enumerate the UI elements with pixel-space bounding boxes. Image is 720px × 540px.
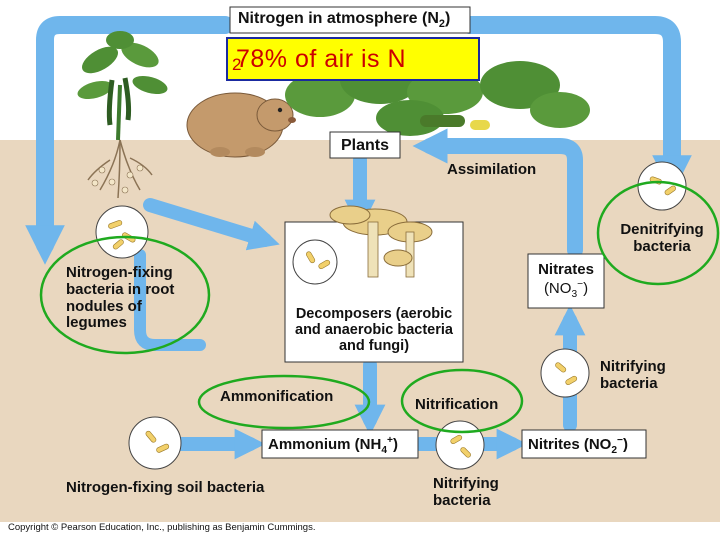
plants-label: Plants <box>341 137 389 155</box>
nitrates-label: Nitrates (NO3−) <box>528 262 604 300</box>
bacteria-circle-soil <box>129 417 181 469</box>
atmosphere-label-text: Nitrogen in atmosphere (N <box>238 10 439 27</box>
nitrates-label-title: Nitrates <box>528 262 604 279</box>
nitrifying-top-label: Nitrifying bacteria <box>600 359 680 393</box>
bacteria-circle-nitrifying-top <box>541 349 589 397</box>
nitrification-label: Nitrification <box>415 397 498 414</box>
atmosphere-label-close: ) <box>445 10 450 27</box>
copyright-notice: Copyright © Pearson Education, Inc., pub… <box>8 522 315 533</box>
ammonium-label-close: ) <box>393 436 398 453</box>
ground-base <box>0 512 720 522</box>
nitrifying-bottom-label: Nitrifying bacteria <box>433 476 513 510</box>
ammonium-label-sub: 4 <box>381 445 387 456</box>
nitrites-label-text: Nitrites (NO <box>528 436 611 453</box>
soil-bacteria-label: Nitrogen-fixing soil bacteria <box>66 480 264 497</box>
overlay-text-main: 78% of air is N <box>236 45 406 74</box>
nitrates-formula-close: ) <box>583 280 588 297</box>
ammonification-label: Ammonification <box>220 389 333 406</box>
bacteria-circle-nodules <box>96 206 148 258</box>
bacteria-circle-nitrifying-bottom <box>436 421 484 469</box>
ammonium-label-text: Ammonium (NH <box>268 436 381 453</box>
nitrites-label: Nitrites (NO2−) <box>528 435 628 456</box>
denitrifying-label: Denitrifying bacteria <box>612 222 712 256</box>
nitrites-label-close: ) <box>623 436 628 453</box>
assimilation-label: Assimilation <box>447 162 536 179</box>
nitrates-formula-open: (NO <box>544 280 572 297</box>
nitrates-formula: (NO3−) <box>528 279 604 300</box>
nitrites-label-sub: 2 <box>611 445 617 456</box>
nodules-label: Nitrogen-fixing bacteria in root nodules… <box>66 265 196 332</box>
nitrates-formula-sub: 3 <box>571 289 577 300</box>
ammonium-label: Ammonium (NH4+) <box>268 435 398 456</box>
atmosphere-label: Nitrogen in atmosphere (N2) <box>238 10 450 30</box>
decomposers-label: Decomposers (aerobic and anaerobic bacte… <box>285 306 463 355</box>
bacteria-circle-decomposer-1 <box>293 240 337 284</box>
